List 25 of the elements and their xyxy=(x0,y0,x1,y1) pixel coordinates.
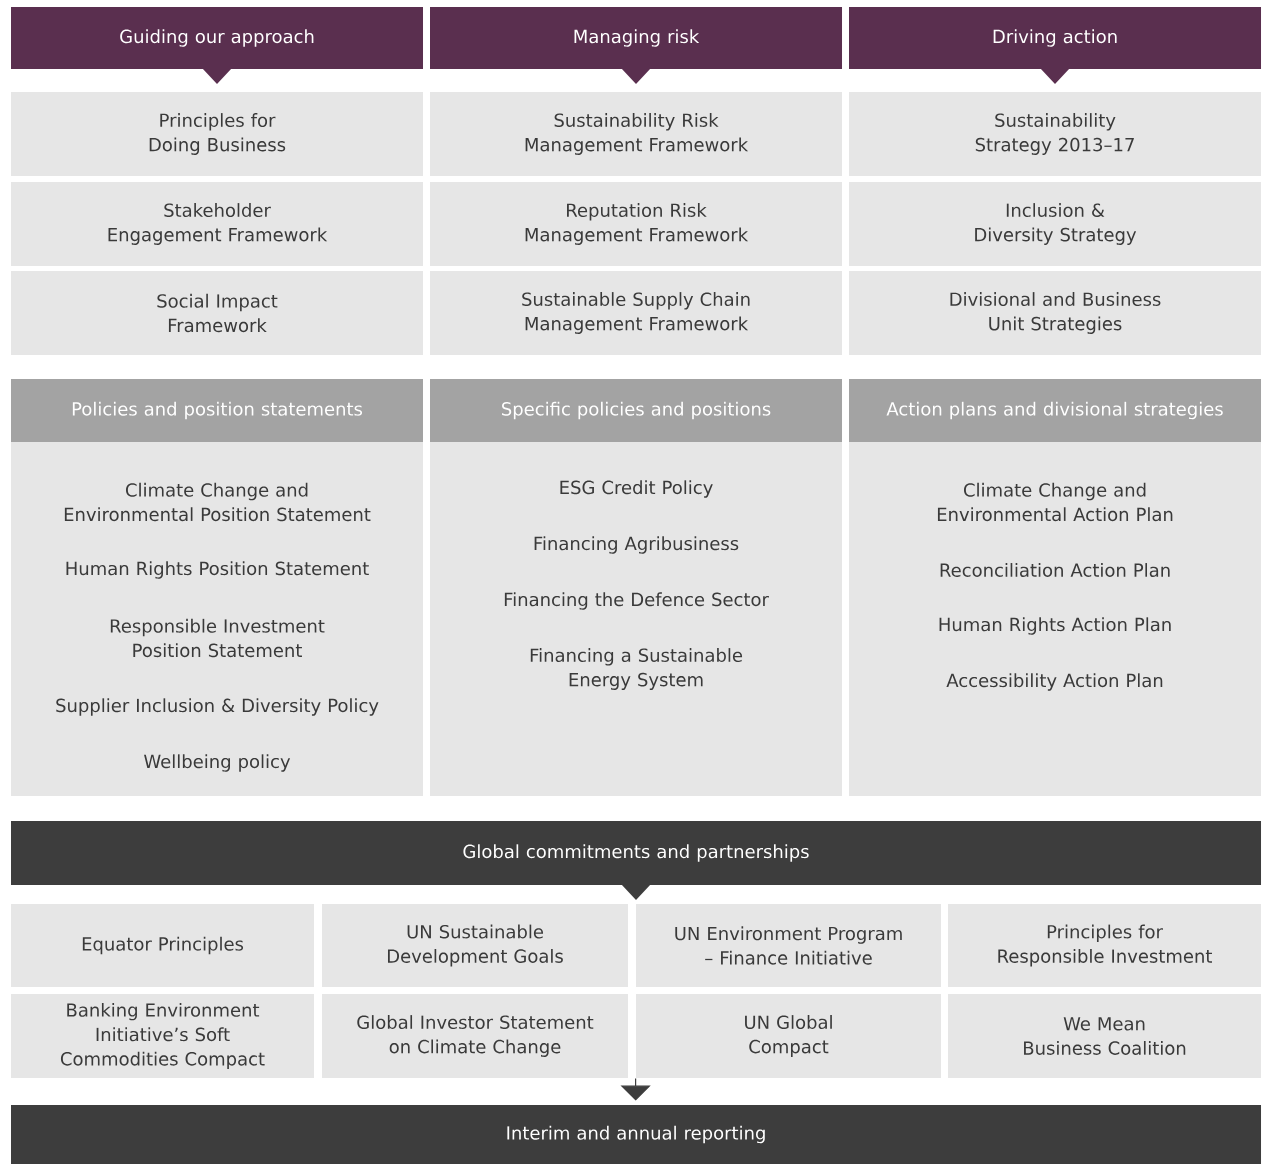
link-box: Inclusion & Diversity Strategy xyxy=(849,182,1261,266)
list-panel: Climate Change and Environmental Position Statement Human Rights Position Statement Responsible Investment Position Statement Supplier Inclusion & Diversity Policy Wellbeing policy xyxy=(11,442,423,796)
link-box: Social Impact Framework xyxy=(11,271,423,355)
link-box: Principles for Doing Business xyxy=(11,92,423,176)
commitment-box: Banking Environment Initiative’s Soft Commodities Compact xyxy=(11,994,314,1078)
header-band: Guiding our approach xyxy=(11,7,423,84)
commitment-box: UN Sustainable Development Goals xyxy=(322,904,628,987)
header-band: Managing risk xyxy=(430,7,842,84)
commitment-box: Global Investor Statement on Climate Change xyxy=(322,994,628,1078)
commitment-box: UN Global Compact xyxy=(636,994,941,1078)
link-box: Divisional and Business Unit Strategies xyxy=(849,271,1261,355)
header-band: Driving action xyxy=(849,7,1261,84)
link-box: Sustainability Strategy 2013–17 xyxy=(849,92,1261,176)
commitment-box: Principles for Responsible Investment xyxy=(948,904,1261,987)
header-band: Global commitments and partnerships xyxy=(11,821,1261,900)
link-box: Sustainable Supply Chain Management Framework xyxy=(430,271,842,355)
list-panel: Climate Change and Environmental Action Plan Reconciliation Action Plan Human Rights Action Plan Accessibility Action Plan xyxy=(849,442,1261,796)
list-panel: ESG Credit Policy Financing Agribusiness Financing the Defence Sector Financing a Sustainable Energy System xyxy=(430,442,842,796)
link-box: Sustainability Risk Management Framework xyxy=(430,92,842,176)
commitment-box: UN Environment Program – Finance Initiative xyxy=(636,904,941,987)
footer-band: Interim and annual reporting xyxy=(11,1105,1261,1164)
link-box: Reputation Risk Management Framework xyxy=(430,182,842,266)
commitment-box: We Mean Business Coalition xyxy=(948,994,1261,1078)
commitment-box: Equator Principles xyxy=(11,904,314,987)
link-box: Stakeholder Engagement Framework xyxy=(11,182,423,266)
